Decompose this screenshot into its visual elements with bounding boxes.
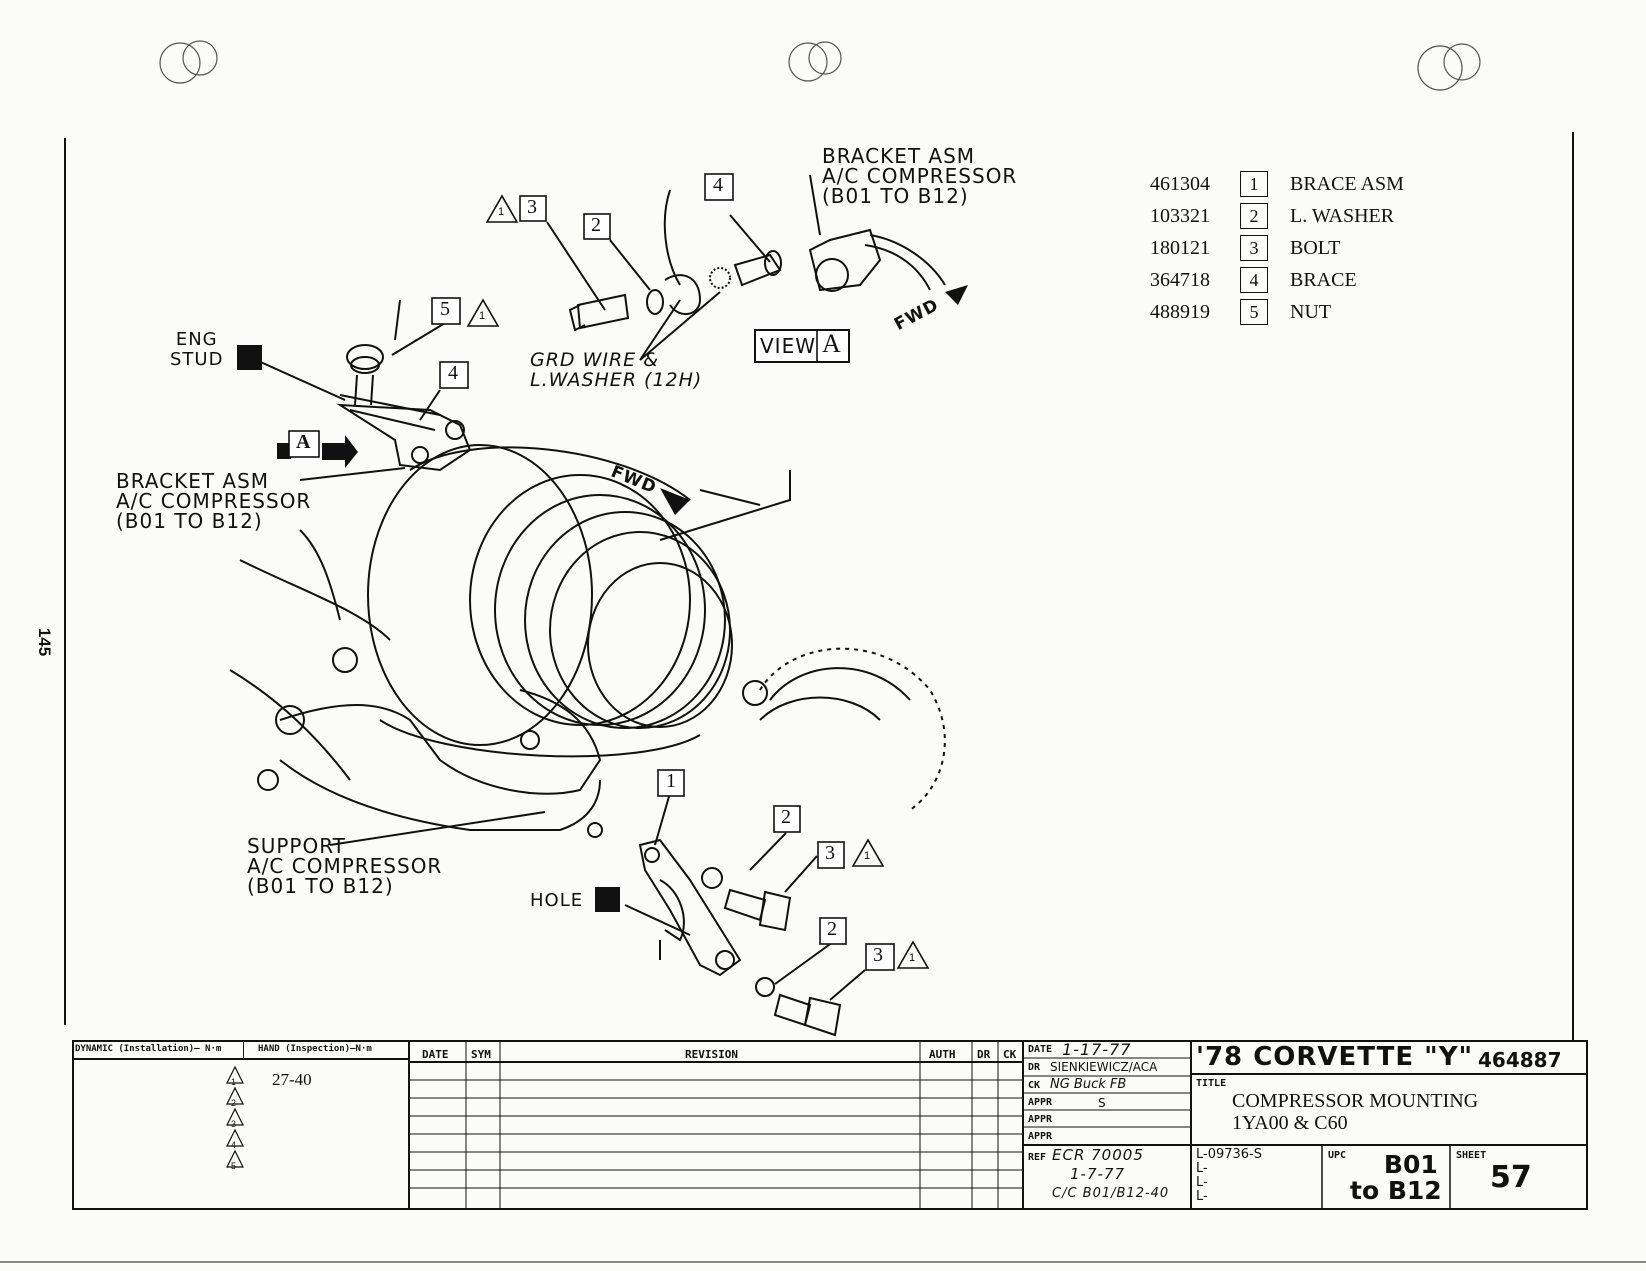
- appr-label-1: APPR: [1028, 1097, 1053, 1108]
- callout-2-lower-b: 2: [827, 918, 837, 940]
- ref-notes: ECR 70005 1-7-77 C/C B01/B12-40: [1052, 1146, 1170, 1201]
- part-ref: 3: [1240, 235, 1268, 261]
- rev-header-dr: DR: [977, 1048, 991, 1061]
- torque-triangles: [226, 1065, 244, 1168]
- title-grid: [1192, 1073, 1588, 1210]
- part-number: 180121: [1150, 236, 1210, 259]
- approvals-grid: [1024, 1040, 1192, 1210]
- date-value: 1-17-77: [1062, 1040, 1132, 1059]
- ref-label: REF: [1028, 1152, 1047, 1163]
- binder-holes: [159, 40, 1481, 91]
- part-name: BRACE ASM: [1290, 172, 1404, 195]
- parts-row: 488919 5 NUT: [1150, 296, 1404, 328]
- part-number: 461304: [1150, 172, 1210, 195]
- callout-3-lower-b: 3: [873, 944, 883, 966]
- rev-header-sym: SYM: [471, 1048, 491, 1061]
- rev-header-date: DATE: [422, 1048, 449, 1061]
- torque-triangle-1-lower-a: 1: [864, 850, 871, 862]
- rev-header-ck: CK: [1003, 1048, 1017, 1061]
- rev-header-auth: AUTH: [929, 1048, 956, 1061]
- sheet-number: 57: [1490, 1160, 1532, 1195]
- date-label: DATE: [1028, 1044, 1053, 1055]
- page-number: 145: [35, 627, 55, 657]
- part-name: BRACE: [1290, 268, 1357, 291]
- callout-3-lower-a: 3: [825, 842, 835, 864]
- callout-2-lower-a: 2: [781, 806, 791, 828]
- callout-4-left: 4: [448, 362, 458, 384]
- dr-value: SIENKIEWICZ/ACA: [1050, 1060, 1158, 1074]
- torque-triangle-1-nut: 1: [479, 310, 486, 322]
- parts-list: 461304 1 BRACE ASM 103321 2 L. WASHER 18…: [1150, 168, 1404, 328]
- upc-value: B01 to B12: [1350, 1150, 1442, 1205]
- parts-row: 461304 1 BRACE ASM: [1150, 168, 1404, 200]
- l-entries: L-09736-S L- L- L-: [1196, 1147, 1263, 1204]
- part-ref: 1: [1240, 171, 1268, 197]
- callout-2-top: 2: [591, 214, 601, 236]
- drawing-number: 464887: [1478, 1048, 1562, 1072]
- support-callout: SUPPORT A/C COMPRESSOR (B01 TO B12): [247, 834, 443, 898]
- torque-triangle-1-top: 1: [498, 206, 505, 218]
- callout-4-top: 4: [713, 174, 723, 196]
- bracket-callout-left: BRACKET ASM A/C COMPRESSOR (B01 TO B12): [116, 469, 312, 533]
- parts-row: 103321 2 L. WASHER: [1150, 200, 1404, 232]
- dynamic-header: DYNAMIC (Installation)— N·m: [72, 1040, 244, 1058]
- ck-value: NG Buck FB: [1050, 1077, 1127, 1092]
- callout-1: 1: [666, 770, 676, 792]
- grd-wire-callout: GRD WIRE & L.WASHER (12H): [530, 349, 703, 391]
- torque-symbols: 1 2 3 4 5: [231, 1077, 237, 1171]
- ck-label: CK: [1028, 1080, 1041, 1091]
- part-number: 364718: [1150, 268, 1210, 291]
- vehicle-title: '78 CORVETTE "Y": [1196, 1042, 1474, 1072]
- dr-label: DR: [1028, 1062, 1041, 1073]
- appr-label-2: APPR: [1028, 1114, 1053, 1125]
- hole-callout: HOLE: [530, 890, 584, 911]
- part-name: L. WASHER: [1290, 204, 1395, 227]
- callout-3-top: 3: [527, 196, 537, 218]
- callout-5: 5: [440, 298, 450, 320]
- torque-value: 27-40: [272, 1070, 312, 1089]
- torque-table: DYNAMIC (Installation)— N·m HAND (Inspec…: [72, 1040, 410, 1210]
- title-block: [72, 1040, 1588, 1210]
- part-number: 103321: [1150, 204, 1210, 227]
- view-letter: A: [822, 329, 841, 358]
- upc-label: UPC: [1328, 1150, 1347, 1161]
- view-label: VIEW: [760, 334, 816, 358]
- appr-value-1: S: [1098, 1096, 1107, 1110]
- part-ref: 2: [1240, 203, 1268, 229]
- rev-header-revision: REVISION: [685, 1048, 738, 1061]
- parts-row: 180121 3 BOLT: [1150, 232, 1404, 264]
- bracket-callout-top: BRACKET ASM A/C COMPRESSOR (B01 TO B12): [822, 144, 1018, 208]
- part-ref: 4: [1240, 267, 1268, 293]
- part-ref: 5: [1240, 299, 1268, 325]
- eng-stud-callout: ENG STUD: [170, 329, 224, 370]
- sheet-label: SHEET: [1456, 1150, 1487, 1161]
- part-name: BOLT: [1290, 236, 1341, 259]
- title-label: TITLE: [1196, 1078, 1227, 1089]
- drawing-title: COMPRESSOR MOUNTING 1YA00 & C60: [1232, 1090, 1479, 1134]
- part-name: NUT: [1290, 300, 1332, 323]
- appr-label-3: APPR: [1028, 1131, 1053, 1142]
- part-number: 488919: [1150, 300, 1210, 323]
- revision-grid: [410, 1040, 1024, 1210]
- parts-row: 364718 4 BRACE: [1150, 264, 1404, 296]
- hand-header: HAND (Inspection)—N·m: [258, 1044, 372, 1054]
- view-arrow-letter: A: [296, 431, 311, 453]
- torque-triangle-1-lower-b: 1: [909, 952, 916, 964]
